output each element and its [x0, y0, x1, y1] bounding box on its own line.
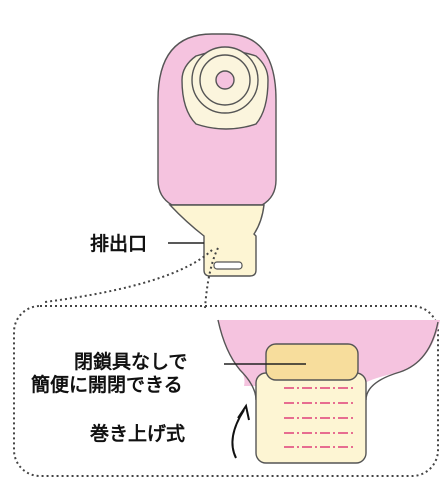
detail-outline-right	[365, 321, 439, 401]
outlet-label: 排出口	[90, 232, 147, 255]
outlet-slot	[213, 261, 243, 270]
no-closure-label-line2: 簡便に開閉できる	[31, 373, 183, 396]
fold-lines	[284, 387, 356, 448]
ostomy-pouch	[157, 33, 277, 277]
detail-outline-left	[217, 319, 257, 401]
callout-frame	[13, 305, 439, 477]
concentric-ring-icon	[191, 46, 259, 114]
pouch-lower-band	[168, 204, 265, 277]
callout-dotted-right	[204, 247, 219, 309]
outlet-detail	[217, 319, 440, 464]
curved-arrow-icon	[231, 403, 250, 459]
callout-dotted-left	[44, 249, 213, 303]
roll-up-label: 巻き上げ式	[89, 422, 185, 445]
detail-clip-pad	[265, 343, 359, 381]
no-closure-label-line1: 閉鎖具なしで	[74, 350, 187, 373]
